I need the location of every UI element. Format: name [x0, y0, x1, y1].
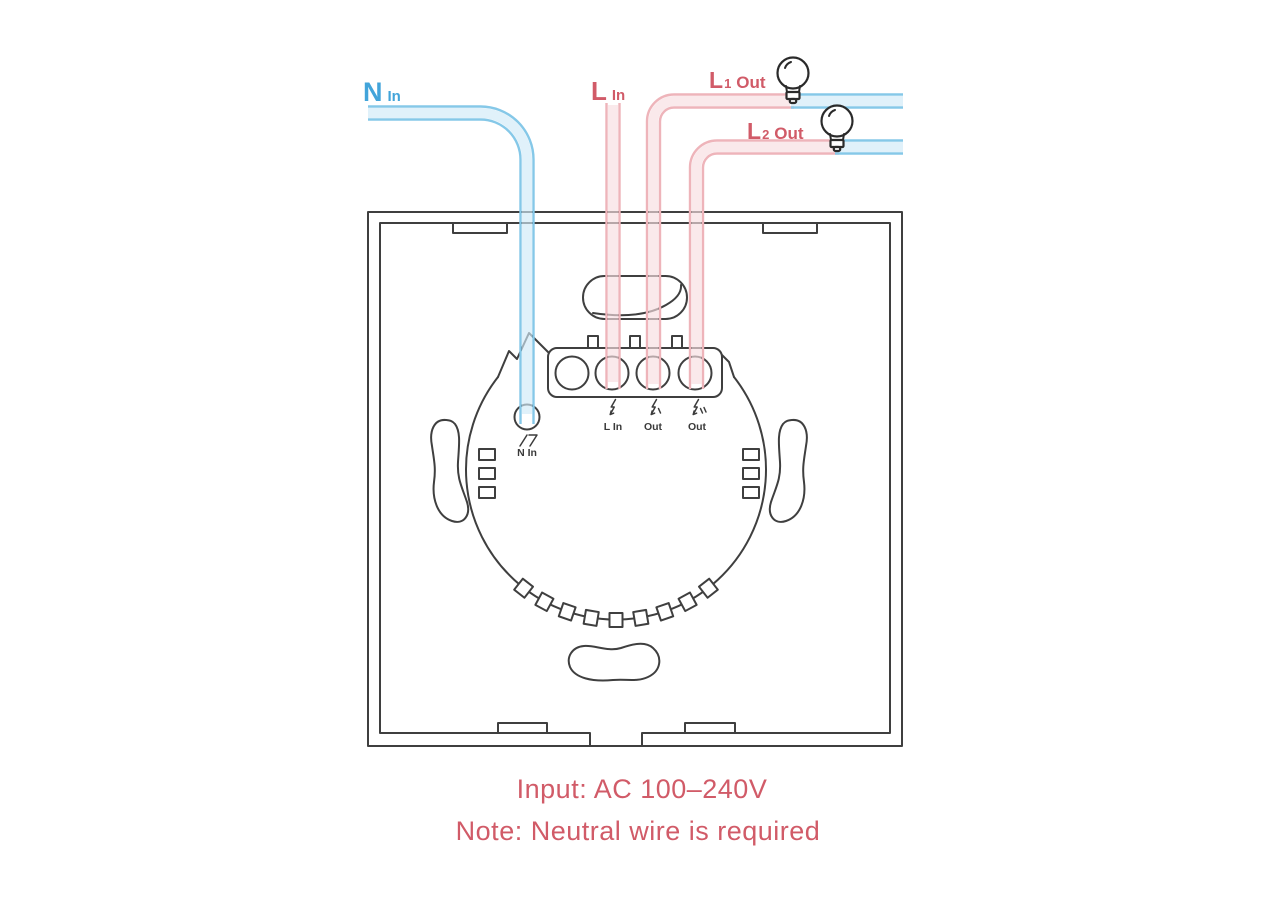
l2-out-wire: [688, 139, 839, 389]
terminal-label-l-in: L In: [604, 421, 622, 433]
gear-teeth: [513, 577, 719, 628]
neutral-wire-l2: [835, 139, 903, 155]
mounting-lug-left: [430, 418, 470, 523]
l1-out-wire: [645, 93, 794, 389]
terminal-label-out2: Out: [688, 421, 707, 433]
mechanism-circle: [465, 376, 767, 621]
frame-tab: [497, 722, 548, 734]
neutral-mark-icon: [519, 434, 538, 447]
terminal-divider: [587, 335, 599, 349]
mounting-lug-right: [768, 418, 808, 523]
terminal-label-out1: Out: [644, 421, 663, 433]
notch-right: [721, 354, 735, 378]
bulb-icon: [776, 56, 810, 105]
comb-notches-right: [742, 448, 760, 499]
frame-tab: [762, 222, 818, 234]
bulb-icon: [820, 104, 854, 153]
terminal-label-n-in: N In: [517, 447, 537, 459]
lightning-2-icon: [692, 398, 707, 416]
bottom-slot: [567, 642, 661, 682]
terminal-marks: L In Out Out N In: [517, 398, 707, 459]
input-rating-text: Input: AC 100–240V: [517, 774, 768, 804]
switch-inner-frame: [379, 222, 891, 747]
frame-tab: [452, 222, 508, 234]
footer-notes: Input: AC 100–240V Note: Neutral wire is…: [456, 774, 821, 846]
wires: [368, 93, 903, 424]
lightning-icon: [609, 398, 617, 416]
terminal-hole-spare: [554, 355, 590, 391]
switch-body: [367, 211, 903, 747]
mounting-mechanism: [430, 275, 808, 682]
neutral-note-text: Note: Neutral wire is required: [456, 816, 821, 846]
neutral-wire-l1: [791, 93, 903, 109]
live-in-wire: [605, 103, 621, 389]
neutral-in-wire: [368, 105, 535, 424]
lightning-1-icon: [650, 398, 662, 416]
comb-notches-left: [478, 448, 496, 499]
terminal-divider: [629, 335, 641, 349]
frame-tab: [684, 722, 736, 734]
top-cable-slot: [582, 275, 688, 320]
terminal-divider: [671, 335, 683, 349]
